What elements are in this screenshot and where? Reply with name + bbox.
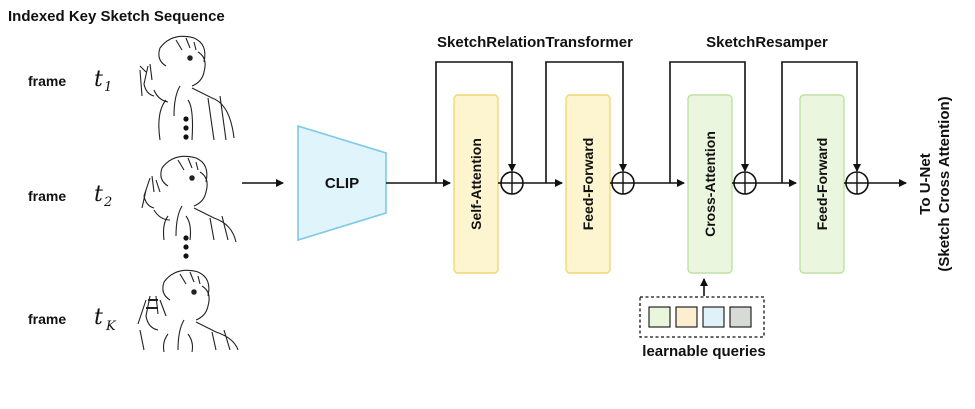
sketch-frame-2 (141, 155, 237, 243)
frame-label-k: frame t K (28, 305, 117, 334)
svg-text:2: 2 (103, 195, 112, 210)
ellipsis-dots-1 (183, 116, 189, 140)
clip-encoder (297, 124, 387, 242)
sketch-frame-k (137, 269, 239, 353)
add-node-1 (500, 171, 524, 195)
feed-forward-label-2: Feed-Forward (814, 138, 830, 231)
frame-label-1: frame t 1 (28, 67, 112, 95)
sequence-title: Indexed Key Sketch Sequence (8, 8, 225, 25)
svg-text:frame: frame (28, 188, 66, 204)
feed-forward-label-1: Feed-Forward (580, 138, 596, 231)
svg-text:To U-Net: To U-Net (917, 153, 934, 214)
feed-forward-block-2 (799, 94, 845, 274)
cross-attention-label: Cross-Attention (702, 131, 718, 237)
cross-attention-block (687, 94, 733, 274)
frame-label-2: frame t 2 (28, 182, 112, 210)
self-attention-label: Self-Attention (468, 138, 484, 230)
svg-text:t: t (94, 67, 103, 92)
output-label: To U-Net (Sketch Cross Attention) (917, 96, 953, 271)
ellipsis-dots-2 (183, 235, 189, 259)
group-title-relation: SketchRelationTransformer (437, 34, 633, 51)
svg-text:(Sketch Cross Attention): (Sketch Cross Attention) (936, 96, 953, 271)
learnable-queries-box (639, 296, 765, 338)
learnable-query-2 (675, 306, 698, 328)
svg-text:K: K (105, 319, 117, 334)
learnable-query-4 (729, 306, 752, 328)
feed-forward-block-1 (565, 94, 611, 274)
sketch-frame-1 (139, 35, 235, 141)
svg-text:t: t (94, 182, 103, 207)
learnable-queries-label: learnable queries (642, 343, 765, 360)
svg-text:1: 1 (104, 80, 112, 95)
add-node-2 (611, 171, 635, 195)
svg-text:t: t (94, 305, 103, 330)
clip-label: CLIP (325, 175, 359, 192)
svg-text:frame: frame (28, 311, 66, 327)
add-node-4 (845, 171, 869, 195)
svg-text:frame: frame (28, 73, 66, 89)
add-node-3 (733, 171, 757, 195)
self-attention-block (453, 94, 499, 274)
learnable-query-3 (702, 306, 725, 328)
learnable-query-1 (648, 306, 671, 328)
group-title-resampler: SketchResamper (706, 34, 828, 51)
